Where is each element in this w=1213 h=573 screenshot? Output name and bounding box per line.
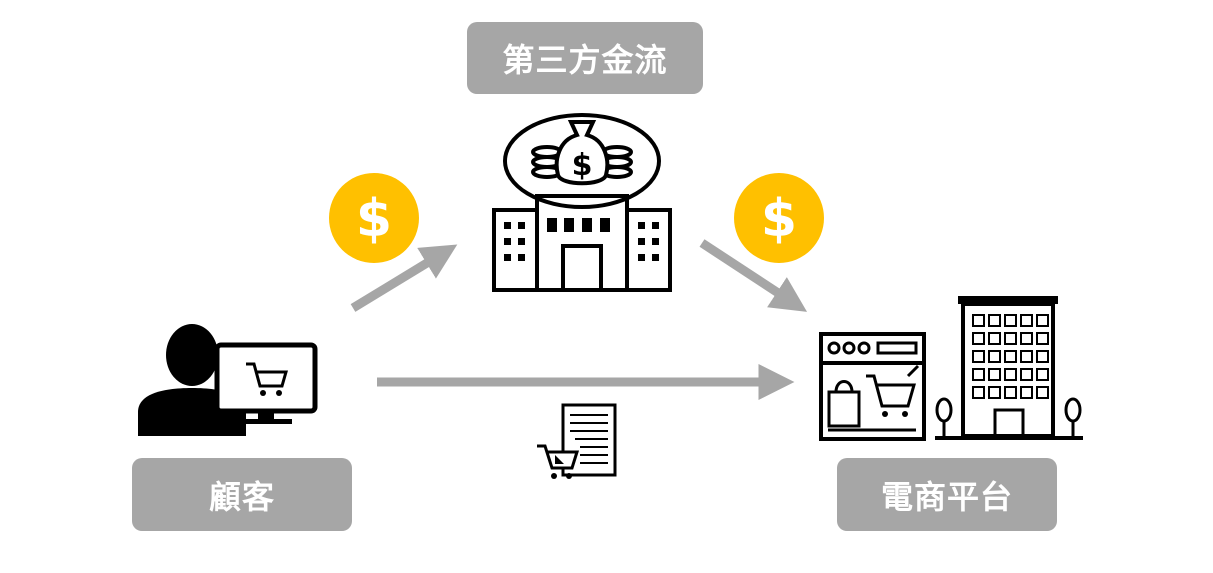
ecommerce-label: 電商平台 bbox=[837, 458, 1057, 531]
person-computer-cart-icon bbox=[138, 324, 318, 436]
arrow-customer-to-provider bbox=[350, 244, 458, 312]
bank-building-money-icon: $ bbox=[492, 113, 672, 292]
dollar-coin-icon: $ bbox=[329, 173, 419, 263]
payment-provider-label: 第三方金流 bbox=[467, 22, 703, 94]
dollar-coin-icon: $ bbox=[734, 173, 824, 263]
svg-text:$: $ bbox=[356, 189, 392, 249]
customer-label: 顧客 bbox=[132, 458, 352, 531]
svg-text:$: $ bbox=[572, 148, 593, 183]
order-document-cart-icon bbox=[537, 403, 617, 479]
online-shop-office-building-icon bbox=[819, 296, 1083, 441]
svg-text:$: $ bbox=[761, 189, 797, 249]
arrow-provider-to-ecommerce bbox=[699, 239, 808, 312]
